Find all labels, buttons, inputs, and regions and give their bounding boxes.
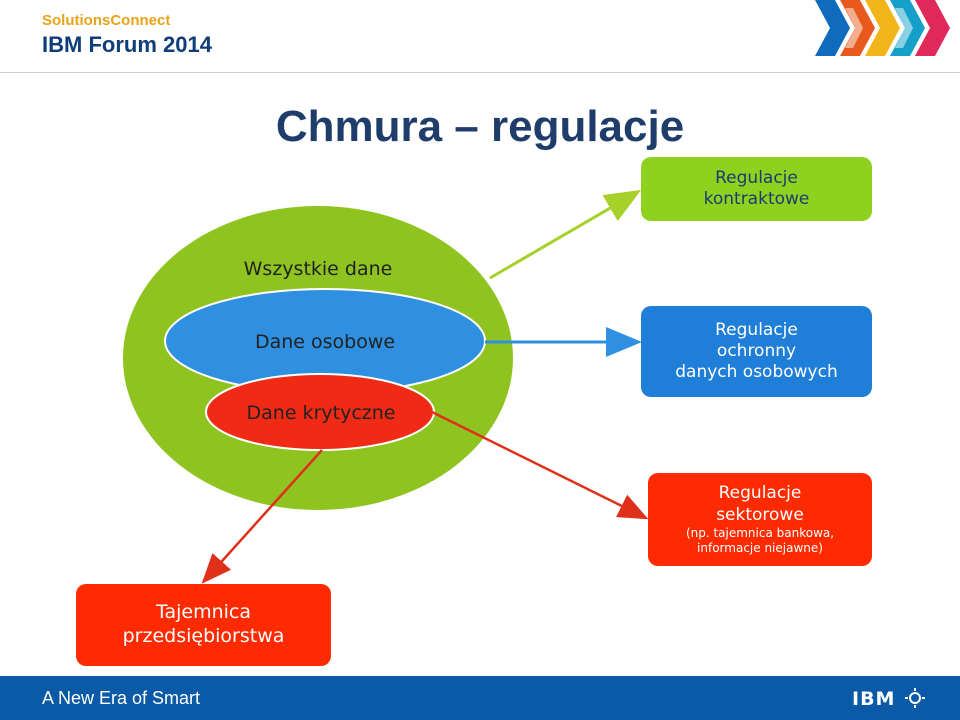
- trade-secret-line-1: Tajemnica: [156, 601, 251, 624]
- sector-regulation-box: Regulacje sektorowe (np. tajemnica banko…: [648, 473, 872, 566]
- smarter-planet-icon: [905, 688, 925, 708]
- critical-data-label: Dane krytyczne: [246, 402, 396, 424]
- brand-subtitle: SolutionsConnect: [42, 12, 171, 29]
- page-title: Chmura – regulacje: [275, 102, 685, 151]
- forum-logo-mark-icon: [815, 0, 950, 56]
- footer-tagline: A New Era of Smart: [42, 688, 201, 708]
- arrow-to-sector: [431, 410, 649, 520]
- sector-line-2: sektorowe: [716, 504, 804, 525]
- contract-line-2: kontraktowe: [703, 189, 810, 209]
- arrow-to-trade-secret: [201, 449, 323, 584]
- brand-title: IBM Forum 2014: [42, 32, 212, 57]
- sector-line-1: Regulacje: [718, 483, 802, 504]
- personal-data-regulation-box: Regulacje ochronny danych osobowych: [641, 306, 872, 397]
- trade-secret-line-2: przedsiębiorstwa: [122, 625, 285, 647]
- header: SolutionsConnect IBM Forum 2014: [0, 0, 960, 72]
- personal-reg-line-1: Regulacje: [715, 319, 798, 340]
- contract-regulation-box: Regulacje kontraktowe: [641, 157, 872, 221]
- ibm-logo: IBM: [852, 688, 896, 710]
- trade-secret-box: Tajemnica przedsiębiorstwa: [76, 584, 331, 666]
- arrow-to-contract: [489, 189, 642, 280]
- personal-reg-line-3: danych osobowych: [675, 362, 838, 383]
- personal-data-label: Dane osobowe: [254, 331, 396, 353]
- sector-note-line-1: (np. tajemnica bankowa,: [685, 525, 835, 540]
- sector-note-line-2: informacje niejawne): [697, 540, 823, 555]
- header-divider: [0, 72, 960, 73]
- footer-bar: A New Era of Smart IBM: [0, 676, 960, 720]
- all-data-label: Wszystkie dane: [243, 258, 393, 280]
- contract-line-1: Regulacje: [715, 167, 798, 188]
- personal-reg-line-2: ochronny: [716, 340, 797, 361]
